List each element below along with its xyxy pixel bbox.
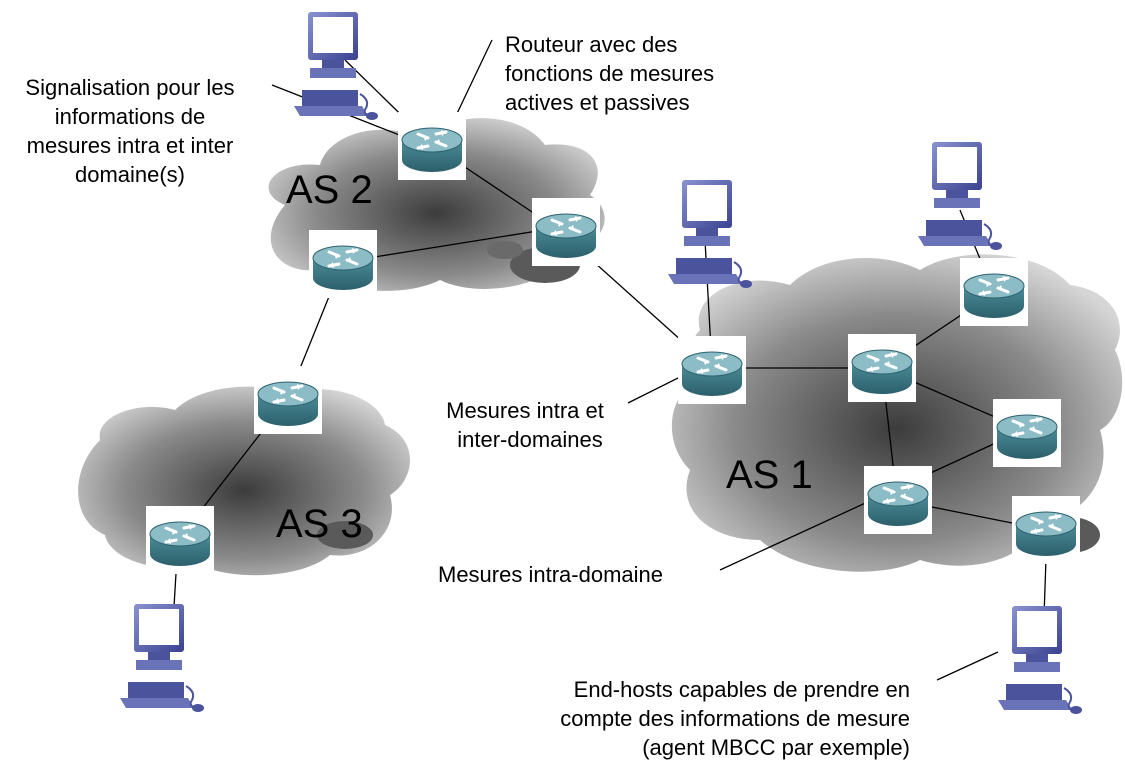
callout-line: domaine(s) [75,162,185,187]
router-icon [252,364,324,436]
router-icon [307,228,379,300]
leader-endhosts [936,651,999,681]
callout-intra: Mesures intra-domaine [438,562,663,587]
router-icon [991,397,1063,469]
leader-routeur [451,39,493,125]
router-icon [958,256,1030,328]
router-icon [676,334,748,406]
callout-signalisation: Signalisation pour les informations de m… [25,75,234,187]
callout-line: Routeur avec des [505,32,677,57]
as2-label: AS 2 [286,168,373,212]
callout-line: actives et passives [505,90,690,115]
router-icon [396,110,468,182]
as1-label: AS 1 [726,453,813,497]
callout-line: inter-domaines [457,427,603,452]
callout-line: Mesures intra-domaine [438,562,663,587]
callout-line: fonctions de mesures [505,61,714,86]
computer-icon [119,603,205,713]
callout-line: informations de [55,104,205,129]
callout-routeur: Routeur avec des fonctions de mesures ac… [505,32,714,115]
callout-line: Signalisation pour les [25,75,234,100]
callout-line: compte des informations de mesure [560,706,910,731]
callout-endhosts: End-hosts capables de prendre en compte … [560,677,910,760]
router-icon [530,196,602,268]
callout-line: (agent MBCC par exemple) [642,735,910,760]
router-icon [862,464,934,536]
computer-icon [997,605,1083,715]
router-icon [846,332,918,404]
as3-label: AS 3 [276,502,363,546]
computer-icon [917,141,1003,251]
callout-line: End-hosts capables de prendre en [574,677,910,702]
cloud-as3 [78,386,411,576]
computer-icon [293,11,379,121]
computer-icon [667,179,753,289]
router-icon [144,504,216,576]
callout-inter: Mesures intra et inter-domaines [446,398,604,452]
callout-line: Mesures intra et [446,398,604,423]
router-icon [1010,494,1082,566]
callout-line: mesures intra et inter [27,133,234,158]
link-r2-r3 [342,227,557,263]
